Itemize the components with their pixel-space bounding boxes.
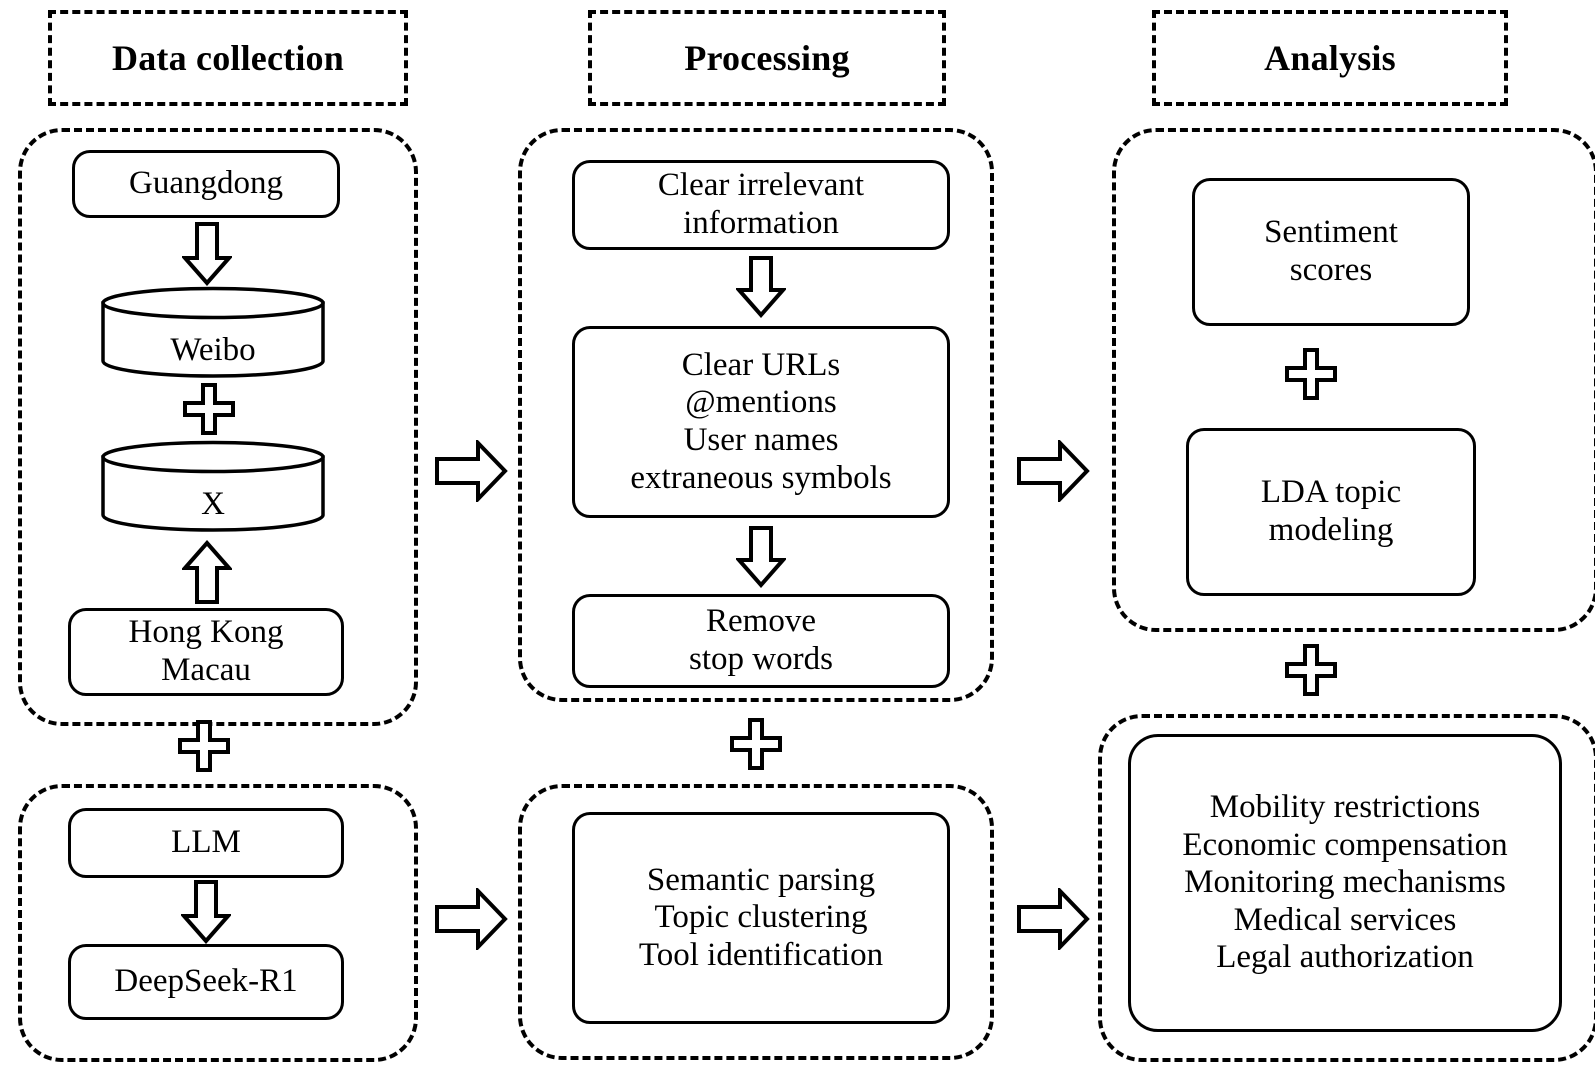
hollow-plus-icon — [183, 383, 235, 435]
node-label-line-3: Tool identification — [638, 936, 884, 973]
hollow-down-arrow-icon — [181, 880, 231, 944]
node-label-line-4: Medical services — [1233, 901, 1457, 938]
node-remove-stop-words: Remove stop words — [572, 594, 950, 688]
node-label-line-2: information — [683, 205, 839, 241]
node-label: LLM — [171, 824, 241, 861]
phase-header-label: Data collection — [112, 38, 344, 78]
hollow-down-arrow-icon — [736, 526, 786, 588]
node-llm: LLM — [68, 808, 344, 878]
hollow-up-arrow-icon — [182, 540, 232, 604]
hollow-right-arrow-icon — [1016, 888, 1090, 950]
node-label-line-3: User names — [683, 422, 839, 458]
node-clear-urls-mentions: Clear URLs @mentions User names extraneo… — [572, 326, 950, 518]
hollow-plus-icon — [1285, 348, 1337, 400]
phase-header-processing: Processing — [588, 10, 946, 106]
node-semantic-tasks: Semantic parsing Topic clustering Tool i… — [572, 812, 950, 1024]
node-deepseek-r1: DeepSeek-R1 — [68, 944, 344, 1020]
hollow-plus-icon — [1285, 644, 1337, 696]
node-label-line-1: Remove — [706, 603, 816, 640]
node-label-line-1: Hong Kong — [128, 614, 284, 651]
hollow-down-arrow-icon — [736, 256, 786, 318]
hollow-plus-icon — [730, 718, 782, 770]
hollow-right-arrow-icon — [434, 888, 508, 950]
hollow-plus-icon — [178, 720, 230, 772]
node-label-line-1: LDA topic — [1260, 474, 1402, 511]
node-label-line-1: Semantic parsing — [646, 861, 876, 898]
node-label-line-2: Macau — [161, 652, 251, 688]
node-label-line-5: Legal authorization — [1216, 939, 1474, 976]
hollow-right-arrow-icon — [1016, 440, 1090, 502]
node-label-line-2: scores — [1289, 252, 1373, 288]
phase-header-data-collection: Data collection — [48, 10, 408, 106]
phase-header-label: Processing — [684, 38, 850, 78]
node-guangdong: Guangdong — [72, 150, 340, 218]
node-label-line-2: modeling — [1268, 512, 1394, 548]
node-label-line-4: extraneous symbols — [630, 459, 892, 496]
node-label: Guangdong — [129, 165, 283, 202]
phase-header-label: Analysis — [1264, 38, 1396, 78]
node-sentiment-scores: Sentiment scores — [1192, 178, 1470, 326]
node-label: DeepSeek-R1 — [114, 963, 298, 1000]
node-result-themes: Mobility restrictions Economic compensat… — [1128, 734, 1562, 1032]
node-label-line-2: Economic compensation — [1182, 826, 1508, 863]
node-label-line-1: Clear URLs — [681, 346, 841, 383]
node-label-line-1: Clear irrelevant — [657, 167, 865, 204]
node-lda-topic-modeling: LDA topic modeling — [1186, 428, 1476, 596]
node-label-line-1: Sentiment — [1264, 214, 1398, 251]
node-x-database: X — [100, 440, 326, 532]
node-weibo-database: Weibo — [100, 286, 326, 378]
hollow-down-arrow-icon — [182, 222, 232, 286]
hollow-right-arrow-icon — [434, 440, 508, 502]
node-label-line-3: Monitoring mechanisms — [1184, 864, 1506, 901]
node-label-line-2: Topic clustering — [654, 899, 868, 936]
phase-header-analysis: Analysis — [1152, 10, 1508, 106]
node-clear-irrelevant-information: Clear irrelevant information — [572, 160, 950, 250]
node-label-line-2: stop words — [689, 641, 833, 677]
node-label-line-2: @mentions — [685, 384, 837, 421]
node-label-line-1: Mobility restrictions — [1209, 788, 1481, 825]
node-hongkong-macau: Hong Kong Macau — [68, 608, 344, 696]
